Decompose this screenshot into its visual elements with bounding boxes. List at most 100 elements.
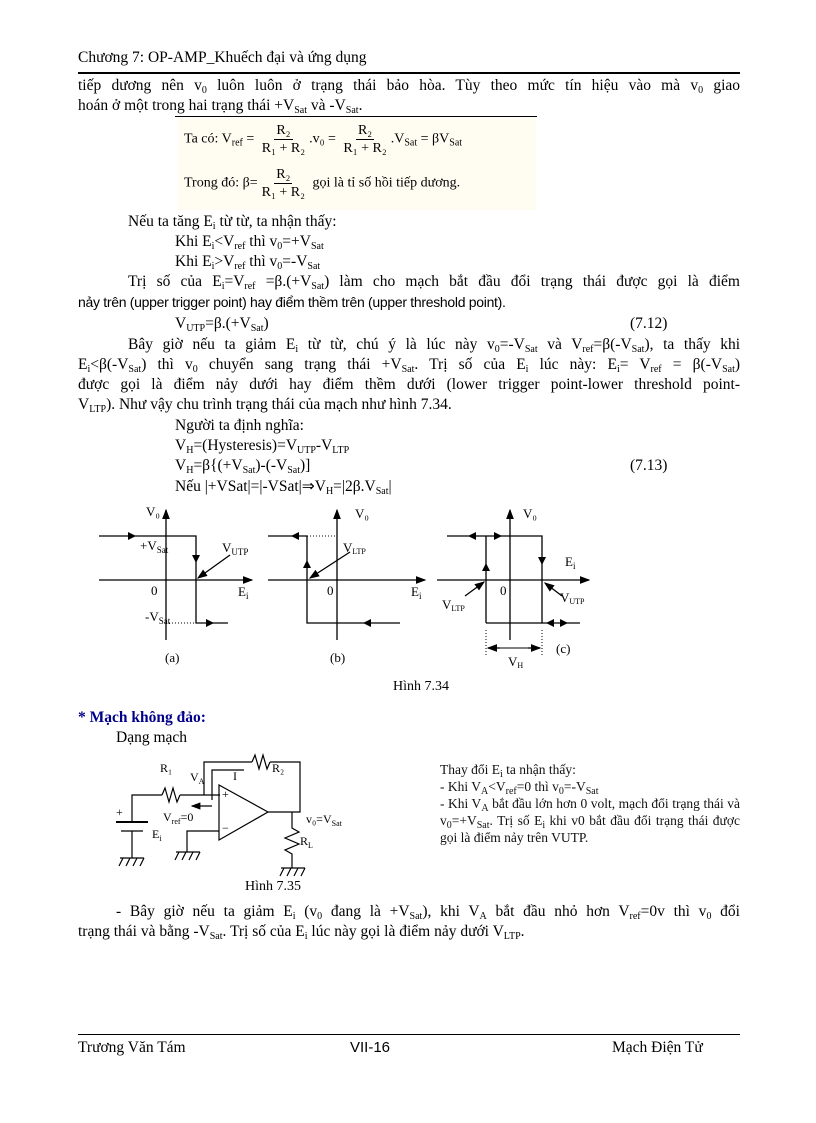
text-run: V xyxy=(175,457,187,474)
subscript: 0 xyxy=(446,820,452,831)
current-label: I xyxy=(233,769,237,783)
subscript: 0 xyxy=(698,85,704,96)
wire xyxy=(131,794,162,812)
subfigure-label-b: (b) xyxy=(330,650,345,665)
paragraph-line: Nếu |+VSat|=|-VSat|⇒VH=|2β.VSat| xyxy=(175,477,392,497)
figure-7-35 xyxy=(116,752,306,877)
header-rule xyxy=(78,72,740,74)
text-run: - Khi V xyxy=(440,779,482,794)
section-subheading: Dạng mạch xyxy=(116,729,188,746)
subscript: 0 xyxy=(706,911,712,922)
formula-sub: Sat xyxy=(449,137,463,149)
side-note: Thay đổi Ei ta nhận thấy: - Khi VA<Vref=… xyxy=(440,761,740,846)
text-run: luôn luôn ở trạng thái bảo hòa. Tùy theo… xyxy=(206,77,699,94)
vutp-label: VUTP xyxy=(560,590,585,606)
text-run: =0v thì v xyxy=(640,903,707,920)
subscript: Sat xyxy=(209,931,223,942)
plus-vsat-label: +VSat xyxy=(140,538,169,555)
text-run: =|2β.V xyxy=(333,478,376,495)
text-run: =-V xyxy=(499,336,525,353)
text-run: hoán ở một trong hai trạng thái +V xyxy=(78,97,295,114)
origin-label: 0 xyxy=(151,583,158,598)
subscript: LTP xyxy=(503,931,521,942)
text-run: V xyxy=(175,315,187,332)
subscript: 0 xyxy=(201,85,207,96)
subscript: Sat xyxy=(585,786,599,797)
page-number: VII-16 xyxy=(350,1039,391,1056)
paragraph-line: Trị số của Ei=Vref =β.(+VSat) làm cho mạ… xyxy=(128,272,740,292)
numerator: R₂ xyxy=(355,123,375,140)
text-run: Trị số của E xyxy=(128,273,222,290)
paragraph-line: Ei<β(-VSat) thì v0 chuyển sang trạng thá… xyxy=(78,355,740,375)
paragraph-line: Khi Ei>Vref thì v0=-VSat xyxy=(175,252,320,272)
text-run: được gọi là điểm nảy dưới hay điểm thềm … xyxy=(78,376,740,393)
figure-caption: Hình 7.34 xyxy=(393,679,449,694)
resistor-rl xyxy=(283,812,301,868)
vltp-label: VLTP xyxy=(442,597,465,613)
text-run: <V xyxy=(488,779,506,794)
vutp-label: VUTP xyxy=(222,540,248,557)
text-run: =β.(+V xyxy=(255,273,312,290)
formula-sub: Sat xyxy=(404,137,418,149)
text-run: Người ta định nghĩa: xyxy=(175,417,304,434)
text-run: =+V xyxy=(282,233,311,250)
text-run: từ từ, chú ý là lúc này v xyxy=(298,336,495,353)
subscript: Sat xyxy=(401,364,415,375)
subfigure-label-c: (c) xyxy=(556,641,570,656)
side-note-line: Thay đổi Ei ta nhận thấy: xyxy=(440,761,740,780)
subscript: ref xyxy=(650,364,662,375)
section-heading: * Mạch không đảo: xyxy=(78,709,206,726)
text-run: -V xyxy=(315,437,333,454)
subscript: Sat xyxy=(287,465,301,476)
subscript: i xyxy=(211,241,215,252)
text-run: . Trị số E xyxy=(489,813,543,828)
resistor-r1 xyxy=(161,785,181,805)
text-run: =β(-V xyxy=(593,336,632,353)
paragraph-line: Nếu ta tăng Ei từ từ, ta nhận thấy: xyxy=(128,212,337,232)
paragraph-line: tiếp dương nên v0 luôn luôn ở trạng thái… xyxy=(78,76,740,96)
text-run: V xyxy=(175,437,187,454)
formula-rule xyxy=(175,116,537,117)
v0-output-label: v₀=VSat xyxy=(306,812,343,828)
text-run: giao xyxy=(703,77,741,94)
subscript: i xyxy=(292,911,296,922)
numerator: R₂ xyxy=(274,167,293,184)
numerator: R₂ xyxy=(274,123,293,140)
text-run: và -V xyxy=(307,97,346,114)
origin-label: 0 xyxy=(500,583,507,598)
subscript: 0 xyxy=(277,261,283,272)
footer-book-title: Mạch Điện Tử xyxy=(612,1039,703,1056)
v0-label: V₀ xyxy=(355,506,369,521)
text-run: khi v0 bắt đầu đổi trạng thái được gọi l… xyxy=(440,813,740,845)
subscript: Sat xyxy=(250,323,264,334)
text-run: <β(-V xyxy=(90,356,129,373)
chapter-header: Chương 7: OP-AMP_Khuếch đại và ứng dụng xyxy=(78,49,367,66)
formula-text: β= xyxy=(242,175,258,191)
text-run: )-(-V xyxy=(255,457,288,474)
formula-text: .V xyxy=(390,131,405,147)
text-run: =V xyxy=(224,273,245,290)
subscript: i xyxy=(304,931,308,942)
subscript: Sat xyxy=(128,364,142,375)
subscript: Sat xyxy=(476,820,490,831)
subscript: LTP xyxy=(332,445,350,456)
text-run: =0 thì v xyxy=(516,779,559,794)
ei-label: Ei xyxy=(411,584,422,601)
rl-label: RL xyxy=(300,834,313,850)
text-run: lúc này gọi là điểm nảy dưới V xyxy=(307,923,504,940)
text-run: Khi E xyxy=(175,253,212,270)
text-run: từ từ, ta nhận thấy: xyxy=(215,213,337,230)
text-run: . Trị số của E xyxy=(414,356,526,373)
feedback-wire xyxy=(203,761,252,795)
text-run: . xyxy=(520,923,525,940)
denominator: R₁ + R₂ xyxy=(261,185,305,200)
subscript: Sat xyxy=(294,105,308,116)
text-run: V xyxy=(78,396,90,413)
text-run: - Bây giờ nếu ta giảm E xyxy=(116,903,293,920)
subscript: LTP xyxy=(89,404,107,415)
text-run: bắt đầu nhỏ hơn V xyxy=(486,903,630,920)
paragraph-line: VH=β{(+VSat)-(-VSat)] xyxy=(175,456,310,476)
